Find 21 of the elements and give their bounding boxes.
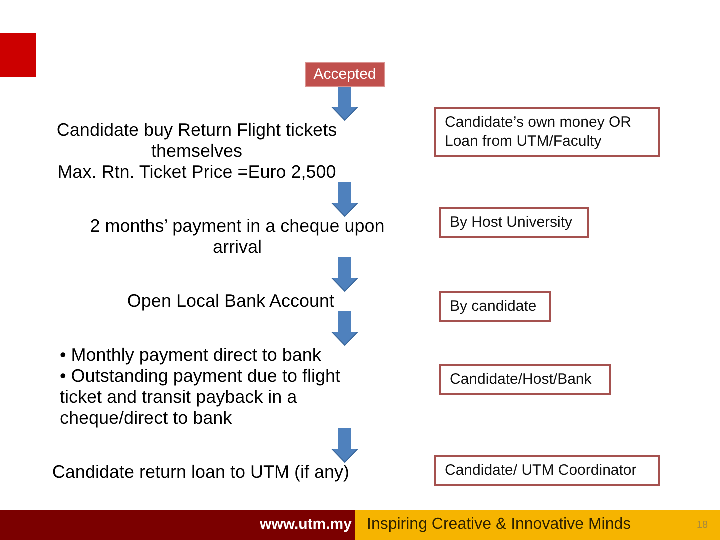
- step-text: Candidate return loan to UTM (if any): [51, 462, 351, 483]
- flow-arrow: [332, 428, 358, 463]
- step-text: • Outstanding payment due to flight ticket and transit payback in a cheque/direct to bank: [60, 366, 342, 429]
- flow-arrow: [332, 257, 358, 292]
- status-tag: Accepted: [305, 62, 385, 87]
- step-text: 2 months’ payment in a cheque upon arrival: [89, 216, 386, 258]
- flow-arrow: [332, 182, 358, 217]
- note-box: Candidate/Host/Bank: [439, 364, 611, 395]
- step-text: • Monthly payment direct to bank: [60, 345, 322, 366]
- flow-arrow: [332, 86, 358, 121]
- note-box: Candidate’s own money OR Loan from UTM/Faculty: [434, 107, 660, 157]
- website-address: www.utm.my: [260, 515, 352, 535]
- flow-arrow: [332, 311, 358, 346]
- tagline-text: Inspiring Creative & Innovative Minds: [367, 515, 632, 535]
- note-box: By candidate: [439, 291, 551, 322]
- step-text: Open Local Bank Account: [126, 291, 336, 312]
- step-text: Candidate buy Return Flight tickets themselves: [56, 120, 338, 162]
- note-box: By Host University: [439, 207, 589, 238]
- note-box: Candidate/ UTM Coordinator: [434, 455, 660, 486]
- page-number: 18: [697, 519, 708, 533]
- step-text: Max. Rtn. Ticket Price =Euro 2,500: [56, 162, 338, 183]
